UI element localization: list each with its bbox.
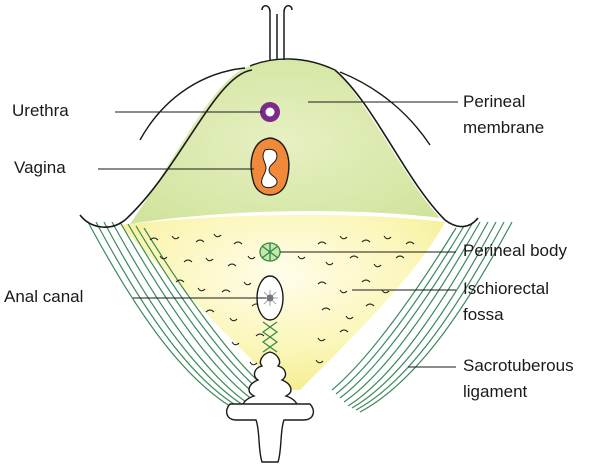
sacrotuberous-ligament-right: [331, 221, 513, 413]
vagina-shape: [250, 137, 290, 196]
label-vagina: Vagina: [14, 158, 66, 177]
pubic-curve-left: [139, 67, 246, 141]
coccyx-shape: [225, 351, 315, 463]
label-sacrotuberous-ligament-line2: ligament: [463, 382, 528, 401]
pubic-arch-right: [334, 69, 479, 228]
anococcygeal-raphe: [261, 321, 279, 353]
label-ischiorectal-fossa-line2: fossa: [463, 305, 504, 324]
sacrotuberous-ligament-left: [87, 221, 269, 413]
leader-lines: [98, 101, 458, 368]
perineal-membrane-region: [130, 58, 440, 224]
label-sacrotuberous-ligament-line1: Sacrotuberous: [463, 356, 574, 375]
pubic-curve-right: [339, 71, 431, 146]
label-perineal-membrane-line1: Perineal: [463, 92, 526, 111]
label-ischiorectal-fossa-line1: Ischiorectal: [463, 279, 549, 298]
perineal-body-shape: [259, 242, 281, 262]
pubic-symphysis: [261, 5, 293, 60]
label-perineal-body: Perineal body: [463, 241, 567, 260]
pubic-arch-left: [79, 69, 253, 228]
label-perineal-membrane-line2: membrane: [463, 118, 545, 137]
perineal-membrane-edge: [249, 58, 336, 71]
label-urethra: Urethra: [12, 101, 69, 120]
label-anal-canal: Anal canal: [4, 287, 84, 306]
fossa-fat-flecks: [149, 233, 415, 366]
urethra-shape: [260, 102, 280, 122]
